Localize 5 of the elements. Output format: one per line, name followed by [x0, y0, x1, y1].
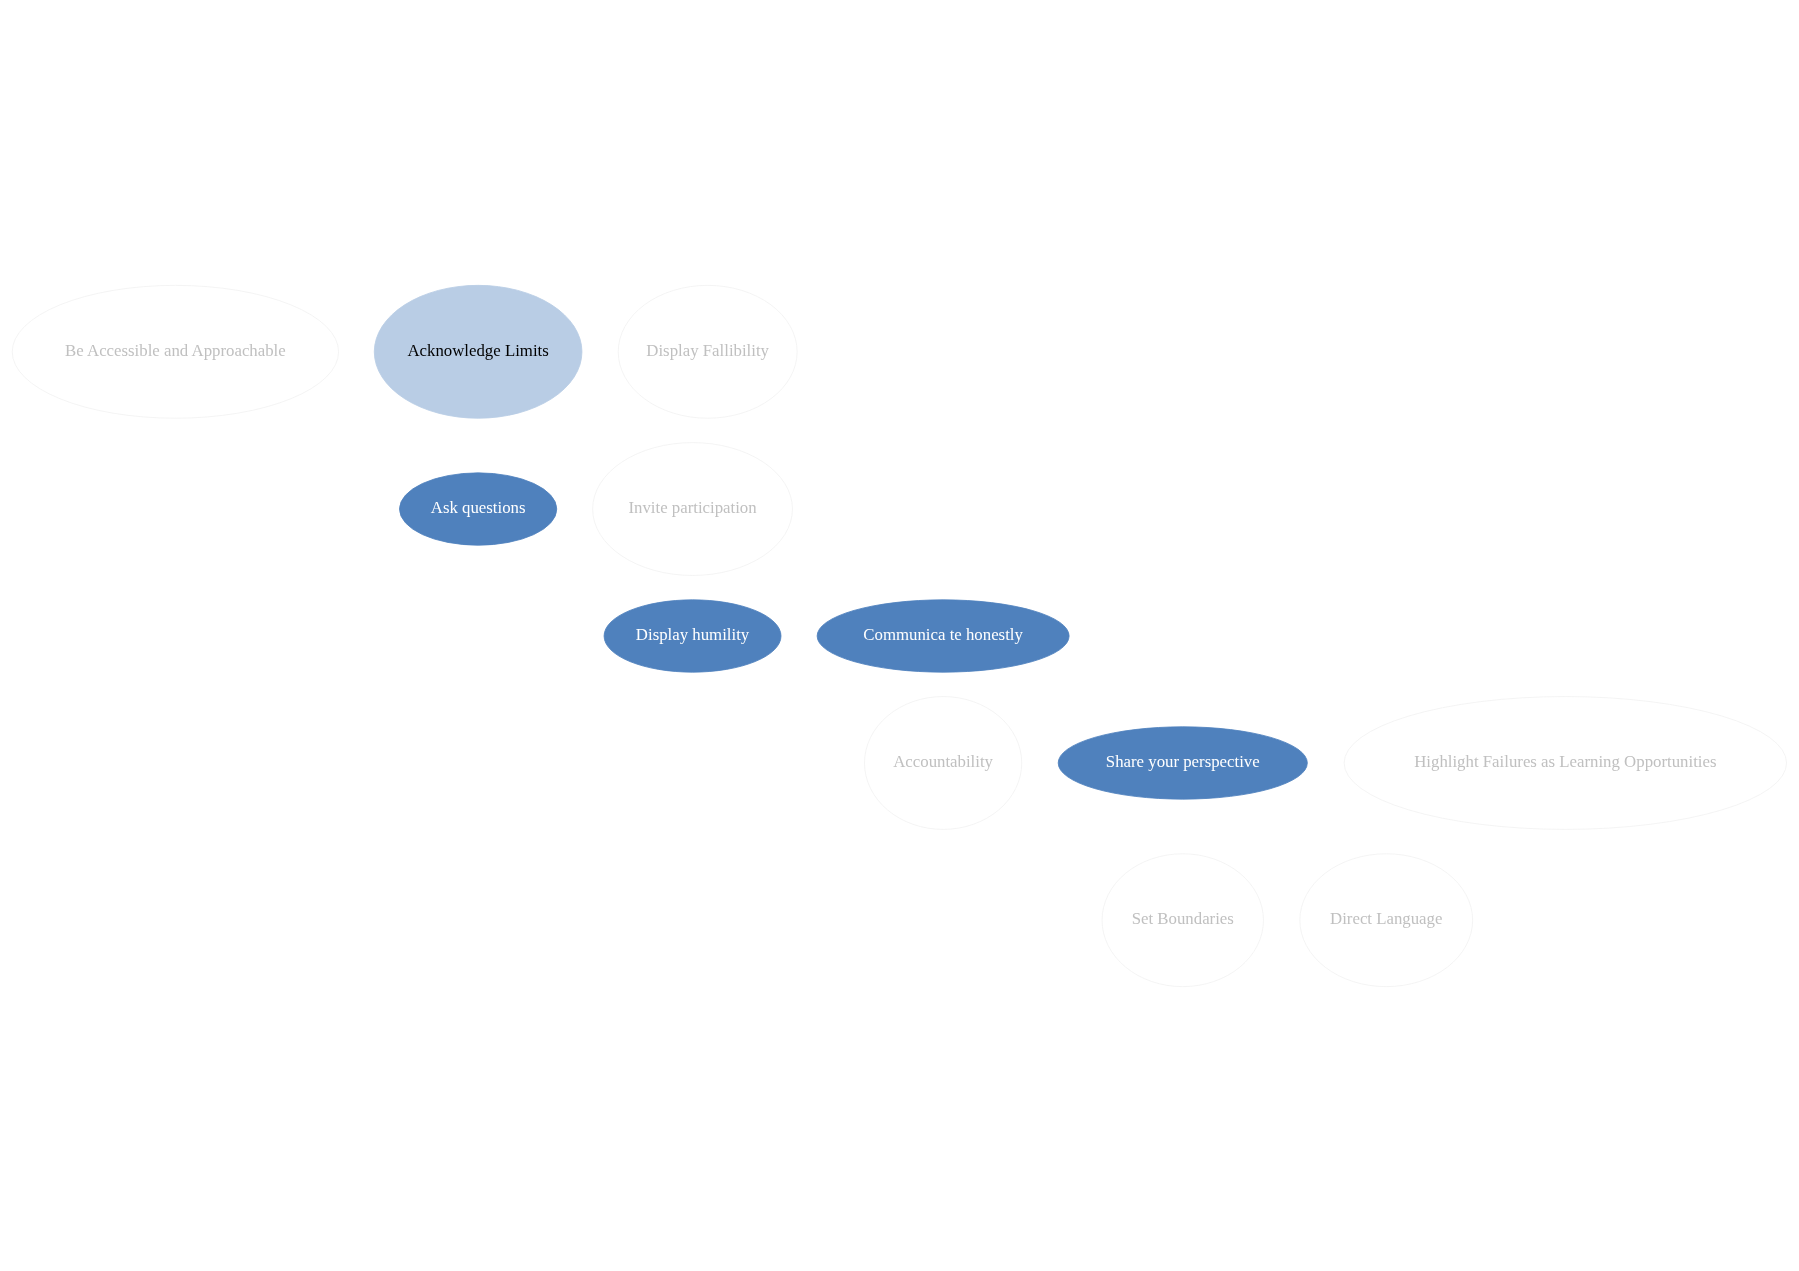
node-ellipse: Share your perspective: [1057, 725, 1308, 800]
node-ellipse: Communica te honestly: [816, 598, 1070, 673]
node-ellipse: Display humility: [603, 598, 782, 673]
node-ellipse: Acknowledge Limits: [373, 284, 583, 419]
node-ellipse: Ask questions: [399, 471, 558, 546]
